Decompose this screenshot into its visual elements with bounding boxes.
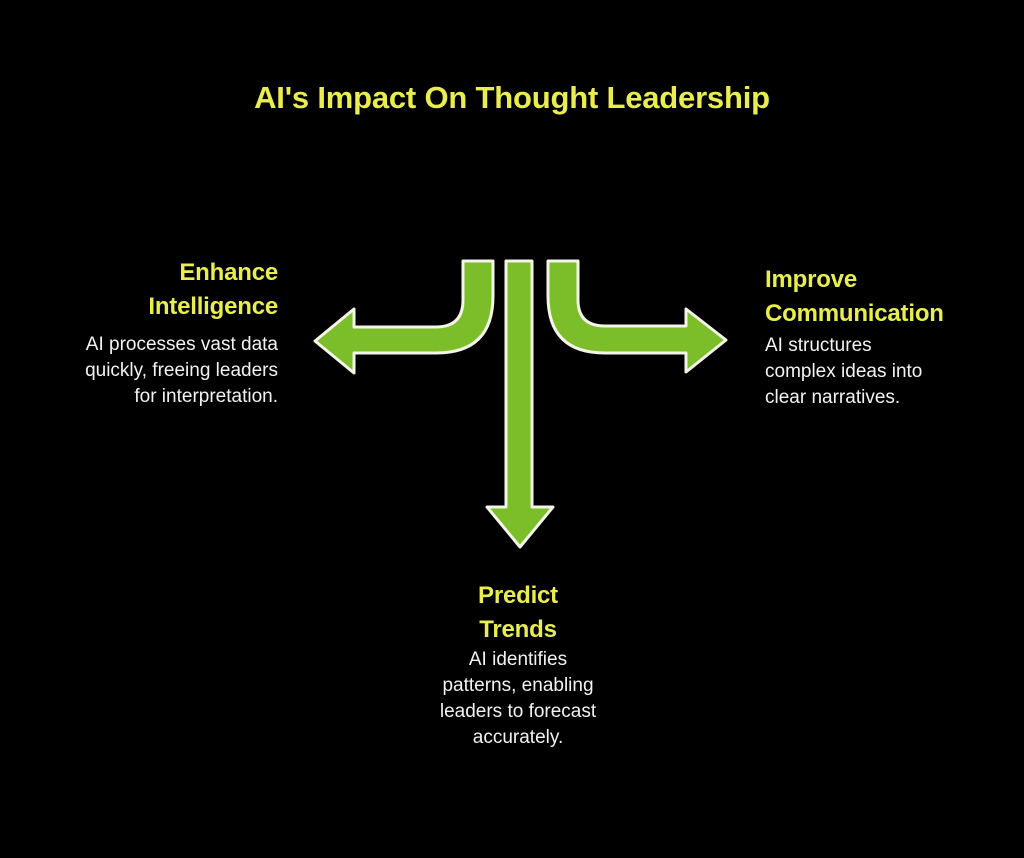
heading-line: Intelligence — [148, 293, 278, 320]
arrow-down-icon — [485, 259, 555, 549]
branch-heading: Improve Communication — [765, 263, 1005, 331]
branch-heading: Predict Trends — [408, 579, 628, 647]
description-line: quickly, freeing leaders — [85, 360, 278, 381]
branch-description: AI identifies patterns, enabling leaders… — [408, 647, 628, 751]
curved-arrow-right-icon — [546, 259, 728, 374]
heading-line: Trends — [479, 616, 557, 643]
description-line: leaders to forecast — [439, 701, 597, 722]
diagram-title: AI's Impact On Thought Leadership — [254, 80, 770, 115]
branch-enhance-intelligence: Enhance Intelligence AI processes vast d… — [38, 256, 278, 410]
heading-line: Improve — [765, 266, 857, 293]
branch-heading: Enhance Intelligence — [38, 256, 278, 324]
branch-description: AI processes vast data quickly, freeing … — [38, 332, 278, 410]
branch-description: AI structures complex ideas into clear n… — [765, 333, 1005, 411]
description-line: patterns, enabling — [442, 675, 594, 696]
description-line: AI processes vast data — [85, 334, 278, 355]
description-line: for interpretation. — [134, 386, 278, 407]
heading-line: Enhance — [179, 259, 278, 286]
curved-arrow-left-icon — [313, 259, 495, 375]
branch-predict-trends: Predict Trends AI identifies patterns, e… — [408, 579, 628, 751]
description-line: complex ideas into — [765, 361, 923, 382]
description-line: AI identifies — [468, 649, 568, 670]
description-line: AI structures — [765, 335, 872, 356]
heading-line: Communication — [765, 300, 944, 327]
branch-improve-communication: Improve Communication AI structures comp… — [765, 263, 1005, 411]
description-line: clear narratives. — [765, 387, 901, 408]
description-line: accurately. — [472, 727, 564, 748]
heading-line: Predict — [478, 582, 558, 609]
